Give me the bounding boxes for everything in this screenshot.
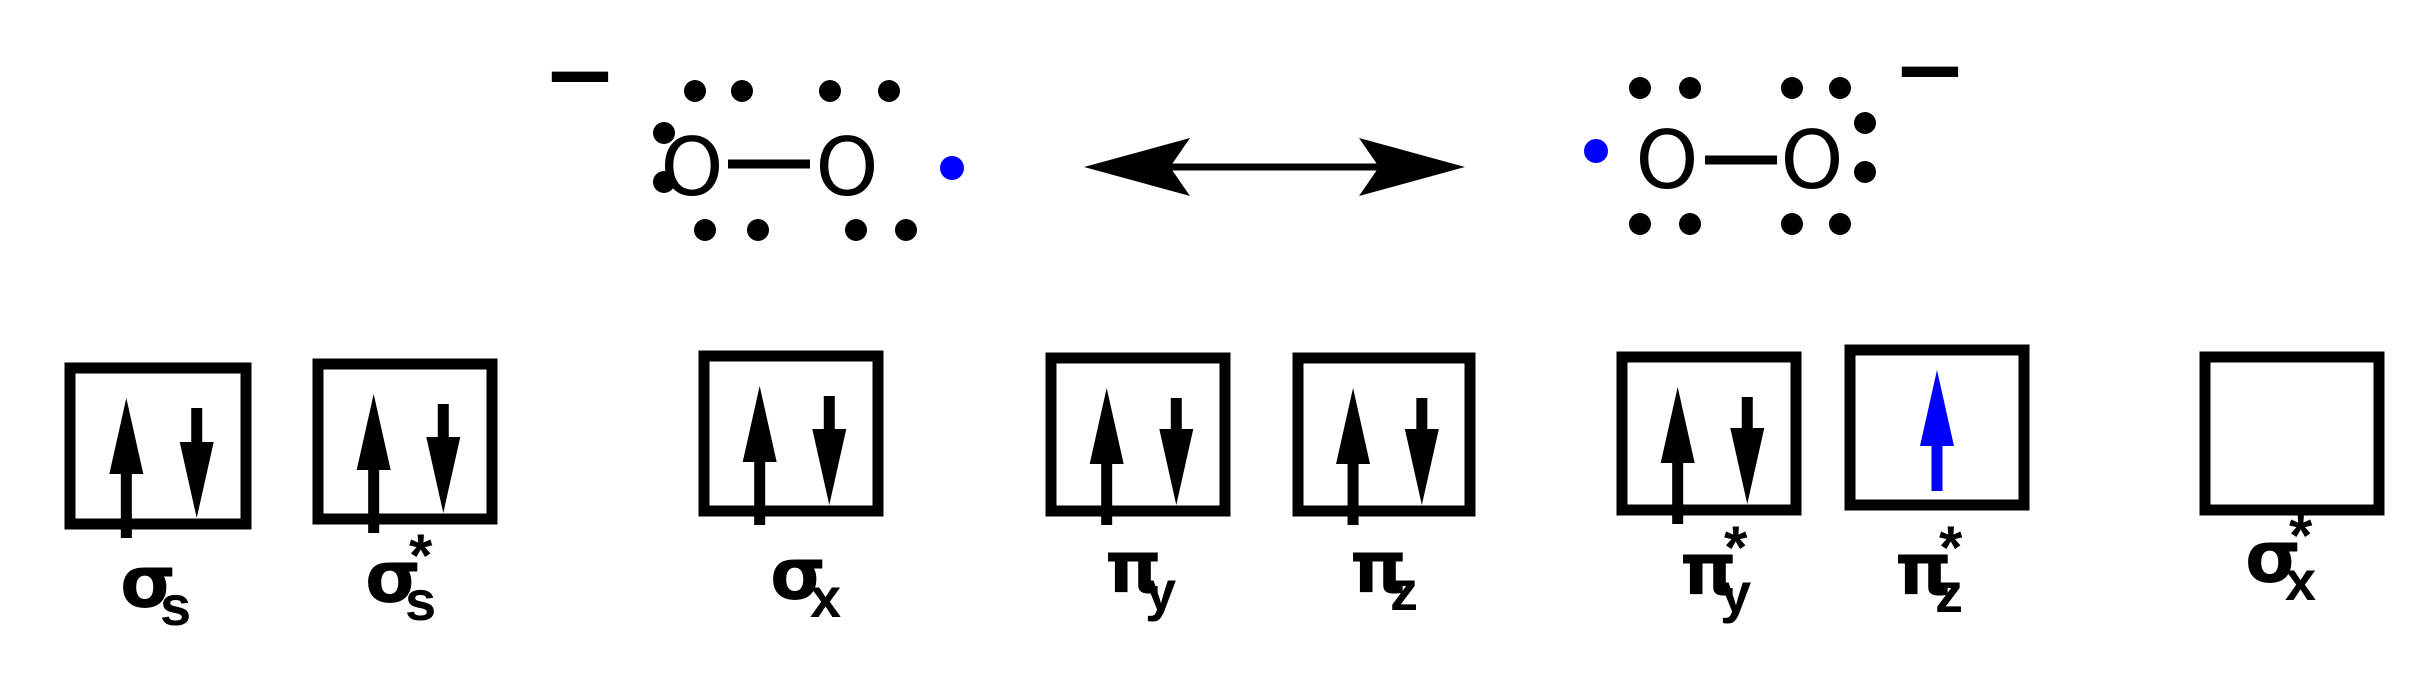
antibonding-star: * <box>1724 514 1748 581</box>
antibonding-star: * <box>2289 502 2313 569</box>
orbital-box <box>64 362 252 530</box>
orbital-box <box>1045 352 1231 517</box>
negative-charge-left: − <box>542 22 617 127</box>
resonance-structure-right: O O − <box>1584 17 1968 235</box>
unpaired-spin-up-arrow <box>1920 370 1954 491</box>
orbital-symbol: π <box>1105 525 1162 609</box>
antibonding-star: * <box>1939 514 1963 581</box>
resonance-structure-left: O O − <box>542 22 964 241</box>
orbital-2: σx <box>698 350 884 629</box>
orbital-box <box>1844 344 2030 511</box>
orbital-0: σs <box>64 362 252 637</box>
oxygen-atom-right-1: O <box>1636 114 1699 207</box>
orbital-3: πy <box>1045 352 1231 622</box>
spin-down-arrow <box>1404 398 1439 505</box>
spin-up-arrow <box>1660 387 1695 524</box>
orbital-subscript: x <box>2285 549 2316 612</box>
orbital-symbol: σ <box>770 532 826 616</box>
oxygen-atom-right-2: O <box>1781 114 1844 207</box>
orbital-symbol: σ <box>2245 515 2301 599</box>
orbital-subscript: y <box>1720 561 1751 624</box>
orbital-5: πy* <box>1616 351 1802 624</box>
spin-down-arrow <box>179 408 214 518</box>
spin-up-arrow <box>1089 388 1124 525</box>
spin-up-arrow <box>742 386 777 525</box>
radical-electron-dot-right-structure <box>1584 139 1608 163</box>
lone-pair-dots-left <box>653 80 917 241</box>
spin-down-arrow <box>1159 398 1194 505</box>
orbital-subscript: z <box>1390 559 1418 622</box>
spin-down-arrow <box>1730 397 1765 504</box>
orbital-box <box>2199 351 2385 516</box>
orbital-box <box>1292 352 1476 517</box>
spin-up-arrow <box>356 394 391 533</box>
negative-charge-right: − <box>1892 17 1967 122</box>
orbital-box <box>312 358 498 525</box>
orbital-7: σx* <box>2199 351 2385 612</box>
orbital-symbol: π <box>1350 525 1407 609</box>
orbital-box <box>698 350 884 517</box>
spin-down-arrow <box>812 396 847 505</box>
orbital-subscript: s <box>160 574 191 637</box>
orbital-subscript: z <box>1935 561 1963 624</box>
spin-up-arrow <box>1336 388 1371 525</box>
spin-up-arrow <box>109 398 144 538</box>
orbital-1: σs* <box>312 358 498 632</box>
spin-down-arrow <box>426 404 461 513</box>
orbital-symbol: σ <box>365 535 421 619</box>
orbital-subscript: x <box>810 566 841 629</box>
orbital-symbol: σ <box>120 540 176 624</box>
orbital-box <box>1616 351 1802 516</box>
orbital-symbol: π <box>1680 527 1737 611</box>
orbital-symbol: π <box>1895 527 1952 611</box>
orbital-subscript: s <box>405 569 436 632</box>
antibonding-star: * <box>409 522 433 589</box>
lone-pair-dots-right <box>1629 77 1876 235</box>
orbital-4: πz <box>1292 352 1476 622</box>
oxygen-atom-left-2: O <box>816 121 879 214</box>
radical-electron-dot-left-structure <box>940 156 964 180</box>
orbital-6: πz* <box>1844 344 2030 624</box>
orbital-subscript: y <box>1145 559 1176 622</box>
resonance-arrow <box>1084 138 1465 196</box>
